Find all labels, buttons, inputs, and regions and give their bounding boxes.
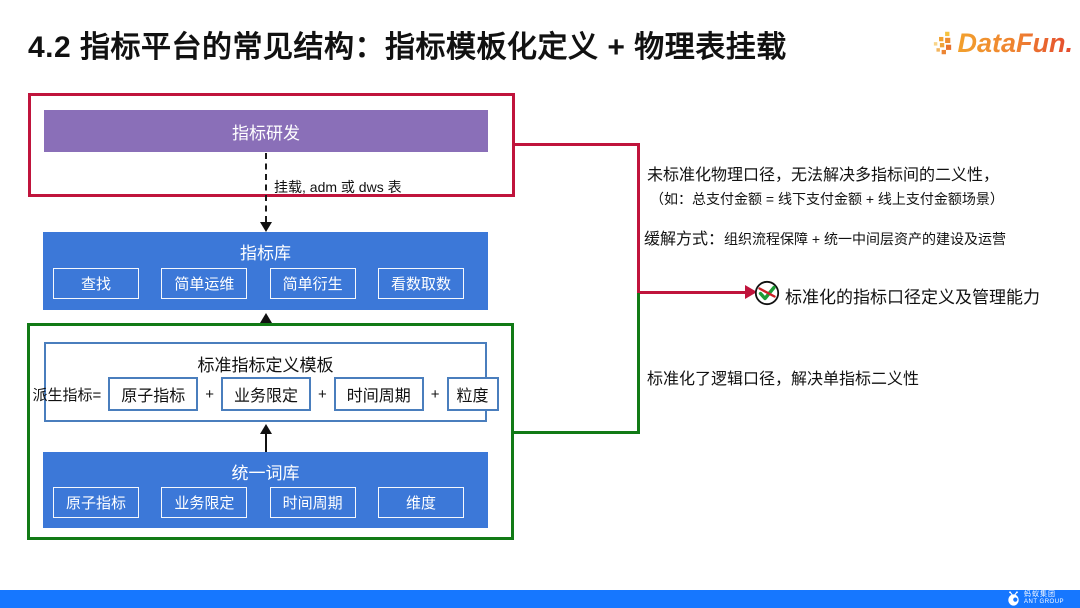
problem-text-line1: 未标准化物理口径，无法解决多指标间的二义性， [647, 167, 1000, 184]
vocab-chip: 时间周期 [269, 487, 356, 518]
page-title: 4.2 指标平台的常见结构：指标模板化定义 + 物理表挂载 [28, 31, 787, 64]
vocab-chip-row: 原子指标 业务限定 时间周期 维度 [53, 487, 464, 518]
problem-text-line2: （如：总支付金额 = 线下支付金额 + 线上支付金额场景） [650, 191, 1004, 207]
ant-org-en: ANT GROUP [1024, 598, 1065, 605]
red-arrow-shaft [637, 291, 747, 294]
plus-sign: + [430, 385, 440, 403]
mount-label: 挂载, adm 或 dws 表 [274, 179, 402, 195]
vocab-chip: 原子指标 [53, 487, 139, 518]
datafun-wordmark: DataFun. [957, 27, 1073, 58]
formula-term: 时间周期 [333, 377, 424, 411]
ant-icon [1008, 590, 1019, 606]
ant-group-logo: 蚂蚁集团 ANT GROUP [1006, 588, 1064, 608]
vocab-arrowhead-up-icon [260, 424, 272, 434]
metric-store-box: 指标库 查找 简单运维 简单衍生 看数取数 [43, 232, 488, 310]
formula-term: 业务限定 [220, 377, 311, 411]
goal-text: 标准化的指标口径定义及管理能力 [785, 288, 1040, 307]
ant-org-cn: 蚂蚁集团 [1024, 590, 1056, 598]
plus-sign: + [205, 385, 214, 403]
datafun-logo: DataFun. [933, 24, 1073, 62]
formula-row: 派生指标= 原子指标 + 业务限定 + 时间周期 + 粒度 [32, 377, 499, 411]
benefit-text: 标准化了逻辑口径，解决单指标二义性 [647, 371, 920, 388]
formula-term: 原子指标 [108, 377, 199, 411]
red-connector-horizontal [515, 143, 640, 146]
vocab-box: 统一词库 原子指标 业务限定 时间周期 维度 [43, 452, 488, 528]
metric-store-chip: 查找 [53, 268, 139, 299]
mitigation-detail: 组织流程保障 + 统一中间层资产的建设及运营 [724, 231, 1006, 247]
vocab-title: 统一词库 [231, 464, 300, 483]
template-title: 标准指标定义模板 [197, 356, 334, 375]
vocab-arrow-line [265, 432, 267, 452]
metric-store-title: 指标库 [240, 244, 291, 263]
green-connector-horizontal [514, 431, 640, 434]
red-arrowhead-right-icon [745, 285, 757, 299]
mitigation-label: 缓解方式： [644, 231, 725, 248]
metric-store-chip-row: 查找 简单运维 简单衍生 看数取数 [53, 268, 464, 299]
metric-store-chip: 简单衍生 [269, 268, 356, 299]
metric-dev-box: 指标研发 [44, 110, 488, 152]
mount-dashed-line [265, 153, 267, 222]
formula-term: 粒度 [446, 377, 499, 411]
metric-store-chip: 看数取数 [377, 268, 464, 299]
datafun-mosaic-icon [933, 31, 952, 55]
footer-bar [0, 590, 1080, 608]
red-connector-vertical [637, 143, 640, 293]
metric-store-chip: 简单运维 [161, 268, 248, 299]
mount-arrowhead-down-icon [260, 222, 272, 232]
mitigation-text: 缓解方式：组织流程保障 + 统一中间层资产的建设及运营 [644, 225, 1006, 249]
vocab-chip: 业务限定 [161, 487, 248, 518]
plus-sign: + [318, 385, 327, 403]
green-connector-vertical [637, 293, 640, 434]
formula-prefix: 派生指标= [32, 386, 102, 404]
vocab-chip: 维度 [377, 487, 464, 518]
check-cross-icon [754, 280, 780, 306]
ant-logo-text: 蚂蚁集团 ANT GROUP [1024, 591, 1064, 606]
store-arrowhead-up-icon [260, 313, 272, 323]
template-box: 标准指标定义模板 派生指标= 原子指标 + 业务限定 + 时间周期 + 粒度 [32, 342, 499, 422]
